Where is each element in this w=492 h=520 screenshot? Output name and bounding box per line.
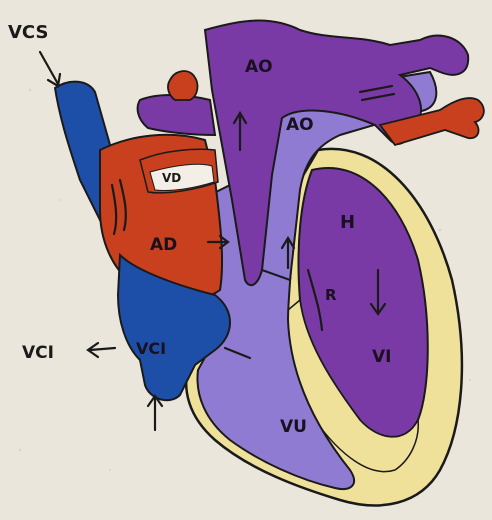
- vcs-entry-arrow: [40, 52, 58, 84]
- label-vci-inner: VCI: [136, 339, 166, 358]
- label-ad: AD: [150, 235, 177, 255]
- label-vcs: VCS: [8, 22, 48, 43]
- label-vd-small: VD: [162, 171, 181, 185]
- vci-exit-arrow: [90, 348, 115, 350]
- red-branch-top-left: [168, 71, 198, 100]
- label-vu: VU: [280, 417, 307, 437]
- label-ao-top: AO: [245, 57, 273, 77]
- label-ao-mid: AO: [286, 115, 314, 135]
- left-pulmonary-branch: [138, 95, 215, 135]
- label-vi: VI: [372, 347, 391, 367]
- label-vci: VCI: [22, 343, 54, 363]
- label-r: R: [325, 286, 337, 304]
- label-h: H: [340, 212, 355, 233]
